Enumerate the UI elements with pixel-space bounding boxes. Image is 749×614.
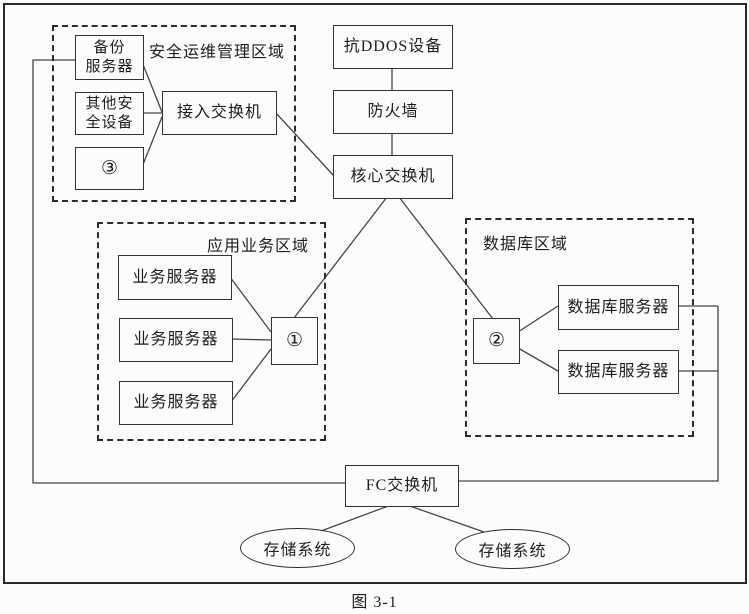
node-mark-2: ② <box>473 318 520 364</box>
edge-app2-to-mark1 <box>230 338 272 341</box>
node-mark-1: ① <box>271 317 318 365</box>
edge-dbtrunk-to-fc <box>457 306 719 482</box>
edge-mark2-to-db2 <box>517 347 559 372</box>
edge-access-to-core <box>274 111 335 177</box>
edge-fc-to-storage1 <box>320 504 392 532</box>
edge-fc-to-storage2 <box>406 504 485 533</box>
zone-database-label: 数据库区域 <box>483 236 569 253</box>
node-mark-3: ③ <box>75 147 144 190</box>
diagram-outer-frame <box>3 3 747 584</box>
zone-security-ops <box>52 25 296 202</box>
edge-core-to-mark1 <box>293 196 388 319</box>
node-access-switch: 接入交换机 <box>162 91 277 135</box>
node-storage-system-2: 存储系统 <box>455 529 570 569</box>
edge-backup-to-fc <box>32 59 345 484</box>
edge-app3-to-mark1 <box>230 348 272 403</box>
node-core-switch: 核心交换机 <box>333 155 453 199</box>
node-anti-ddos: 抗DDOS设备 <box>333 25 453 69</box>
node-storage-system-1: 存储系统 <box>240 528 355 568</box>
zone-application-label: 应用业务区域 <box>207 238 310 255</box>
node-app-server-2: 业务服务器 <box>119 318 233 362</box>
node-other-security-devices: 其他安 全设备 <box>75 92 144 135</box>
node-backup-server: 备份 服务器 <box>75 35 144 80</box>
node-firewall: 防火墙 <box>333 90 453 134</box>
node-db-server-1: 数据库服务器 <box>558 285 679 330</box>
node-app-server-1: 业务服务器 <box>118 255 232 300</box>
edge-app1-to-mark1 <box>229 276 272 333</box>
node-app-server-3: 业务服务器 <box>119 381 233 425</box>
zone-security-ops-label: 安全运维管理区域 <box>149 44 286 61</box>
figure-caption: 图 3-1 <box>351 594 398 611</box>
edge-mark2-to-db1 <box>517 305 559 333</box>
node-db-server-2: 数据库服务器 <box>558 350 679 394</box>
edge-core-to-mark2 <box>398 196 494 320</box>
zone-database <box>465 218 694 437</box>
edge-backup-to-access <box>141 61 163 113</box>
edge-mark3-to-access <box>141 116 163 168</box>
zone-application <box>97 222 326 441</box>
node-fc-switch: FC交换机 <box>345 465 459 507</box>
